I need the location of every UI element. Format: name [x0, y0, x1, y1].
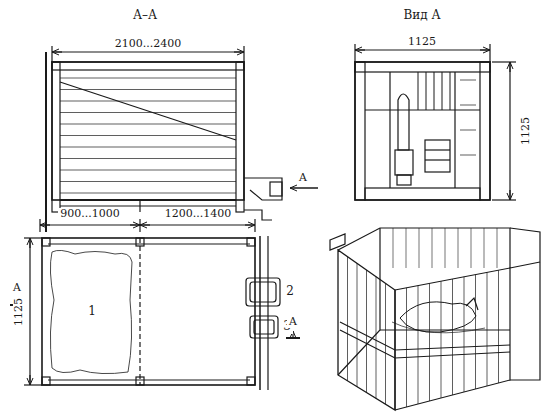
plank-line: [406, 288, 407, 407]
plank-line: [460, 155, 476, 156]
dimension-label: 1125: [13, 296, 25, 328]
dimension-label: 1200...1400: [163, 208, 233, 220]
plank-line: [471, 228, 472, 268]
dimension-label: 2100...2400: [113, 38, 183, 50]
front-view: [355, 44, 516, 200]
dimension-label: 900...1000: [58, 208, 121, 220]
plank-line: [464, 277, 465, 392]
plank-line: [450, 72, 451, 110]
plank-line: [419, 228, 420, 268]
plank-line: [458, 228, 459, 268]
plan-view: [10, 219, 300, 390]
view-title: А–А: [131, 9, 159, 22]
perspective-view: [330, 228, 540, 410]
plank-line: [60, 89, 236, 90]
plank-line: [376, 277, 377, 399]
plank-line: [432, 228, 433, 268]
plank-line: [60, 170, 236, 171]
plank-line: [497, 228, 498, 268]
plank-line: [429, 283, 430, 401]
plank-line: [60, 158, 236, 159]
plank-line: [406, 228, 407, 268]
callout-number: 2: [284, 285, 296, 298]
plank-line: [418, 72, 419, 110]
dimension-label: 1125: [520, 115, 532, 147]
plank-line: [347, 257, 348, 381]
plank-line: [60, 101, 236, 102]
dimension-label: А: [11, 282, 23, 294]
plank-line: [426, 72, 427, 110]
plank-line: [393, 228, 394, 268]
plank-line: [366, 270, 367, 393]
plank-line: [418, 286, 419, 404]
plank-line: [434, 72, 435, 110]
dimension-label: А: [297, 172, 309, 184]
dimension-label: 1125: [406, 36, 438, 48]
plank-line: [357, 263, 358, 386]
plank-line: [60, 124, 236, 125]
plank-line: [460, 105, 476, 106]
view-title: Вид А: [401, 9, 442, 22]
plank-line: [475, 275, 476, 389]
plank-line: [460, 130, 476, 131]
plank-line: [498, 270, 499, 383]
plank-line: [442, 72, 443, 110]
plank-line: [460, 80, 476, 81]
plank-line: [484, 228, 485, 268]
callout-number: 1: [86, 305, 98, 318]
plank-line: [60, 135, 236, 136]
plank-line: [441, 281, 442, 398]
plank-line: [60, 181, 236, 182]
plank-line: [60, 112, 236, 113]
plank-line: [60, 193, 236, 194]
plank-line: [445, 228, 446, 268]
plank-line: [60, 78, 236, 79]
plank-line: [487, 272, 488, 386]
plank-line: [452, 279, 453, 395]
plank-line: [60, 147, 236, 148]
plank-line: [385, 283, 386, 404]
dimension-label: А: [287, 316, 299, 328]
section-view: [46, 46, 318, 232]
